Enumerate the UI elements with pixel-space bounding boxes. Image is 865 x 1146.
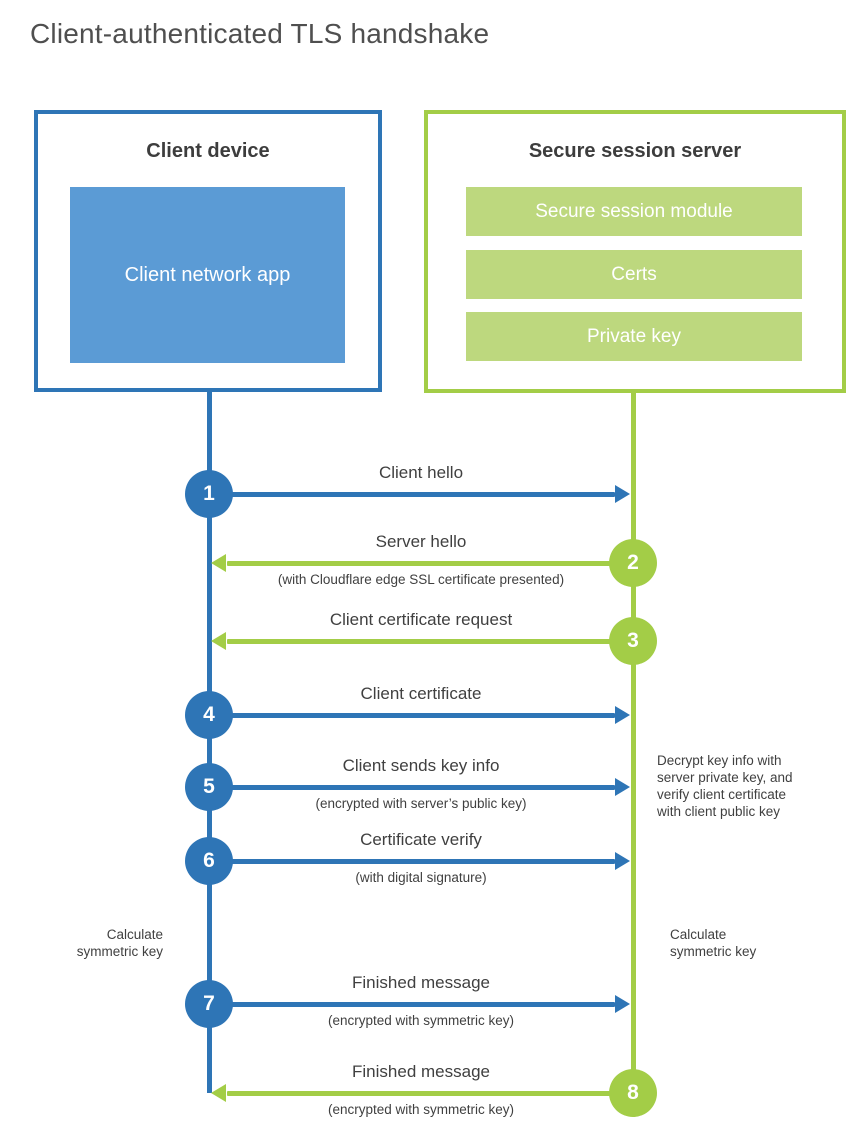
server-bar-private-key: Private key bbox=[466, 312, 802, 361]
step-number-badge-3: 3 bbox=[609, 617, 657, 665]
client-box-title: Client device bbox=[146, 140, 270, 162]
arrow-line-step-4 bbox=[209, 712, 615, 718]
arrow-head-icon-step-3 bbox=[211, 632, 226, 650]
step-label-6: Certificate verify bbox=[360, 830, 482, 849]
step-label-1: Client hello bbox=[378, 463, 464, 482]
step-number-badge-8: 8 bbox=[609, 1069, 657, 1117]
arrow-head-icon-step-8 bbox=[211, 1084, 226, 1102]
step-sublabel-6: (with digital signature) bbox=[355, 870, 487, 885]
arrow-head-icon-step-7 bbox=[615, 995, 630, 1013]
arrow-line-step-5 bbox=[209, 784, 615, 790]
arrow-line-step-2 bbox=[227, 560, 633, 566]
step-sublabel-7: (encrypted with symmetric key) bbox=[327, 1013, 515, 1028]
step-sublabel-8: (encrypted with symmetric key) bbox=[327, 1102, 515, 1117]
arrow-head-icon-step-4 bbox=[615, 706, 630, 724]
step-label-7: Finished message bbox=[352, 973, 490, 992]
step-number-badge-2: 2 bbox=[609, 539, 657, 587]
server-bar-secure-session-module: Secure session module bbox=[466, 187, 802, 236]
server-bar-certs: Certs bbox=[466, 250, 802, 299]
step-label-3: Client certificate request bbox=[329, 610, 513, 629]
arrow-line-step-7 bbox=[209, 1001, 615, 1007]
server-lifeline bbox=[631, 391, 636, 1093]
step-label-2: Server hello bbox=[375, 532, 467, 551]
server-decrypt-note: Decrypt key info with server private key… bbox=[657, 753, 793, 819]
arrow-line-step-3 bbox=[227, 638, 633, 644]
step-number-badge-4: 4 bbox=[185, 691, 233, 739]
arrow-line-step-6 bbox=[209, 858, 615, 864]
step-label-4: Client certificate bbox=[360, 684, 482, 703]
client-lifeline bbox=[207, 391, 212, 1093]
client-network-app-box: Client network app bbox=[70, 187, 345, 363]
step-number-badge-7: 7 bbox=[185, 980, 233, 1028]
server-calculate-note: Calculate symmetric key bbox=[670, 927, 757, 959]
step-number-badge-1: 1 bbox=[185, 470, 233, 518]
step-label-8: Finished message bbox=[352, 1062, 490, 1081]
step-number-badge-6: 6 bbox=[185, 837, 233, 885]
arrow-line-step-1 bbox=[209, 491, 615, 497]
server-box-title: Secure session server bbox=[528, 140, 742, 162]
step-sublabel-5: (encrypted with server’s public key) bbox=[315, 796, 527, 811]
arrow-head-icon-step-2 bbox=[211, 554, 226, 572]
arrow-head-icon-step-1 bbox=[615, 485, 630, 503]
arrow-line-step-8 bbox=[227, 1090, 633, 1096]
arrow-head-icon-step-5 bbox=[615, 778, 630, 796]
step-number-badge-5: 5 bbox=[185, 763, 233, 811]
arrow-head-icon-step-6 bbox=[615, 852, 630, 870]
step-sublabel-2: (with Cloudflare edge SSL certificate pr… bbox=[277, 572, 565, 587]
step-label-5: Client sends key info bbox=[342, 756, 500, 775]
page-title: Client-authenticated TLS handshake bbox=[30, 18, 490, 49]
client-calculate-note: Calculate symmetric key bbox=[76, 927, 163, 959]
